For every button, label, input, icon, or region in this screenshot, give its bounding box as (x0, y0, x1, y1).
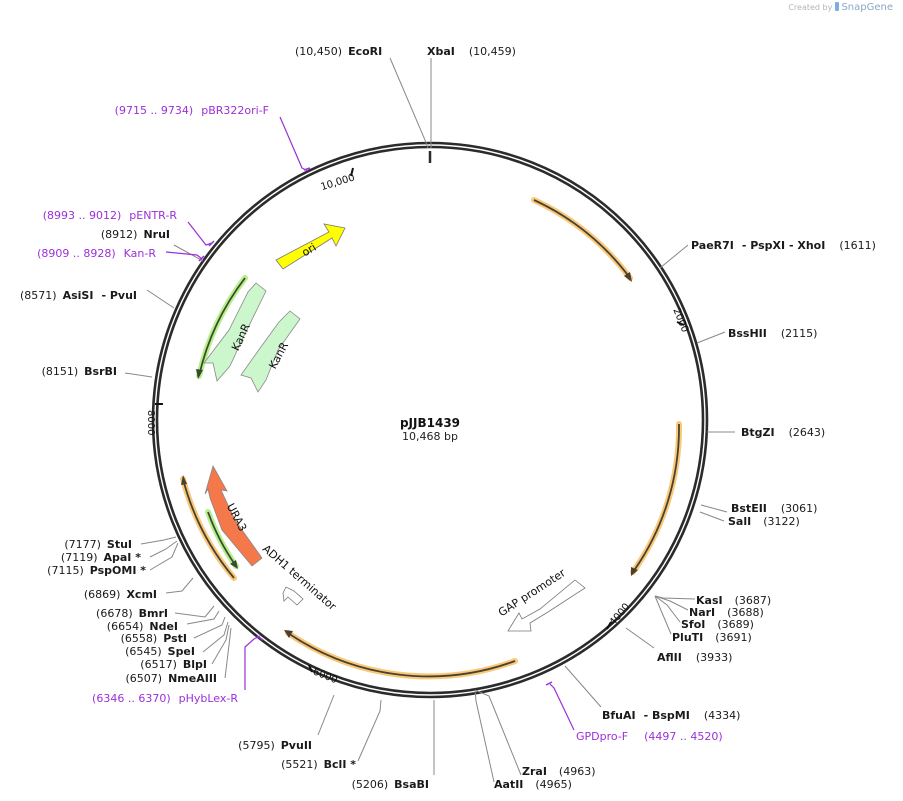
enzyme-bsshii[interactable]: BssHII(2115) (728, 327, 817, 340)
orf-arrowhead (230, 560, 238, 569)
enzyme-ecori[interactable]: (10,450)EcoRI (295, 45, 382, 58)
tick-label-8000: 8000 (145, 410, 156, 435)
enzyme-aflii[interactable]: AflII(3933) (657, 651, 732, 664)
credit-brand: SnapGene (841, 2, 893, 13)
orf-arrows (180, 197, 683, 680)
orf-arrowhead (181, 475, 187, 485)
orf-arrowhead (196, 369, 203, 379)
orf-arrowhead (631, 567, 638, 576)
feature-kanr-2[interactable]: KanR (240, 310, 301, 393)
enzyme-sali[interactable]: SalI(3122) (728, 515, 800, 528)
primer-kan-r[interactable]: (8909 .. 8928)Kan-R (37, 247, 156, 260)
credit-prefix: Created by (788, 3, 833, 12)
primer-pbr322ori-f[interactable]: (9715 .. 9734)pBR322ori-F (115, 104, 269, 117)
gap-promoter-arrow (507, 579, 586, 632)
kanr-arrow (203, 282, 267, 382)
orf-arrowhead (624, 272, 632, 282)
enzyme-pspomi[interactable]: (7115)PspOMI * (47, 564, 146, 577)
enzyme-kasi[interactable]: KasI(3687) (696, 594, 771, 607)
enzyme-spei[interactable]: (6545)SpeI (125, 645, 195, 658)
primer-phyblex-r[interactable]: (6346 .. 6370)pHybLex-R (92, 692, 238, 705)
enzyme-blpi[interactable]: (6517)BlpI (140, 658, 207, 671)
kanr-arrow (240, 310, 301, 393)
enzyme-leaders (124, 57, 735, 783)
snapgene-logo-icon (834, 2, 839, 11)
enzyme-apai[interactable]: (7119)ApaI * (61, 551, 141, 564)
ori-arrow (275, 223, 346, 270)
feature-label-gap-promoter: GAP promoter (496, 566, 568, 619)
enzyme-sfoi[interactable]: SfoI(3689) (681, 618, 754, 631)
feature-label-ori: ori (300, 241, 319, 259)
feature-ori[interactable]: ori (275, 223, 346, 270)
orf-arrowhead (284, 630, 293, 638)
enzyme-btgzi[interactable]: BtgZI(2643) (741, 426, 825, 439)
enzyme-ndei[interactable]: (6654)NdeI (107, 620, 178, 633)
primer-pentr-r[interactable]: (8993 .. 9012)pENTR-R (43, 209, 178, 222)
enzyme-bmri[interactable]: (6678)BmrI (96, 607, 168, 620)
plasmid-length: 10,468 bp (402, 430, 458, 443)
enzyme-stui[interactable]: (7177)StuI (64, 538, 132, 551)
enzyme-aatii[interactable]: AatII(4965) (494, 778, 572, 791)
backbone (151, 141, 709, 699)
snapgene-credit: Created by SnapGene (788, 2, 893, 13)
enzyme-bcli[interactable]: (5521)BclI * (281, 758, 356, 771)
adh1-terminator-arrow (282, 586, 304, 606)
primer-leaders (165, 116, 575, 731)
primer-marks (198, 167, 553, 686)
enzyme-nari[interactable]: NarI(3688) (689, 606, 764, 619)
enzyme-xbai[interactable]: XbaI(10,459) (427, 45, 516, 58)
enzyme-zrai[interactable]: ZraI(4963) (522, 765, 596, 778)
tick-label-10000: 10,000 (319, 172, 356, 193)
enzyme-pluti[interactable]: PluTI(3691) (672, 631, 752, 644)
enzyme-psti[interactable]: (6558)PstI (121, 632, 187, 645)
ura3-arrow (204, 464, 263, 567)
enzyme-paer7i[interactable]: PaeR7I- PspXI - XhoI(1611) (691, 239, 876, 252)
feature-gap-promoter[interactable]: GAP promoter (496, 566, 586, 632)
primer-gpdpro-f[interactable]: GPDpro-F(4497 .. 4520) (576, 730, 723, 743)
enzyme-asisi[interactable]: (8571)AsiSI- PvuI (20, 289, 137, 302)
plasmid-name: pJJB1439 (400, 416, 460, 430)
enzyme-nmeaiii[interactable]: (6507)NmeAIII (126, 672, 218, 685)
enzyme-nrui[interactable]: (8912)NruI (101, 228, 170, 241)
tick-label-2000: 2000 (670, 306, 690, 334)
enzyme-bsrbi[interactable]: (8151)BsrBI (42, 365, 117, 378)
enzyme-bsabi[interactable]: (5206)BsaBI (352, 778, 429, 791)
enzyme-pvuii[interactable]: (5795)PvuII (238, 739, 312, 752)
enzyme-bfuai[interactable]: BfuAI- BspMI(4334) (602, 709, 740, 722)
enzyme-bsteii[interactable]: BstEII(3061) (731, 502, 817, 515)
tick-label-6000: 6000 (311, 666, 339, 686)
enzyme-xcmi[interactable]: (6869)XcmI (84, 588, 157, 601)
feature-adh1-terminator[interactable]: ADH1 terminator (260, 542, 339, 613)
